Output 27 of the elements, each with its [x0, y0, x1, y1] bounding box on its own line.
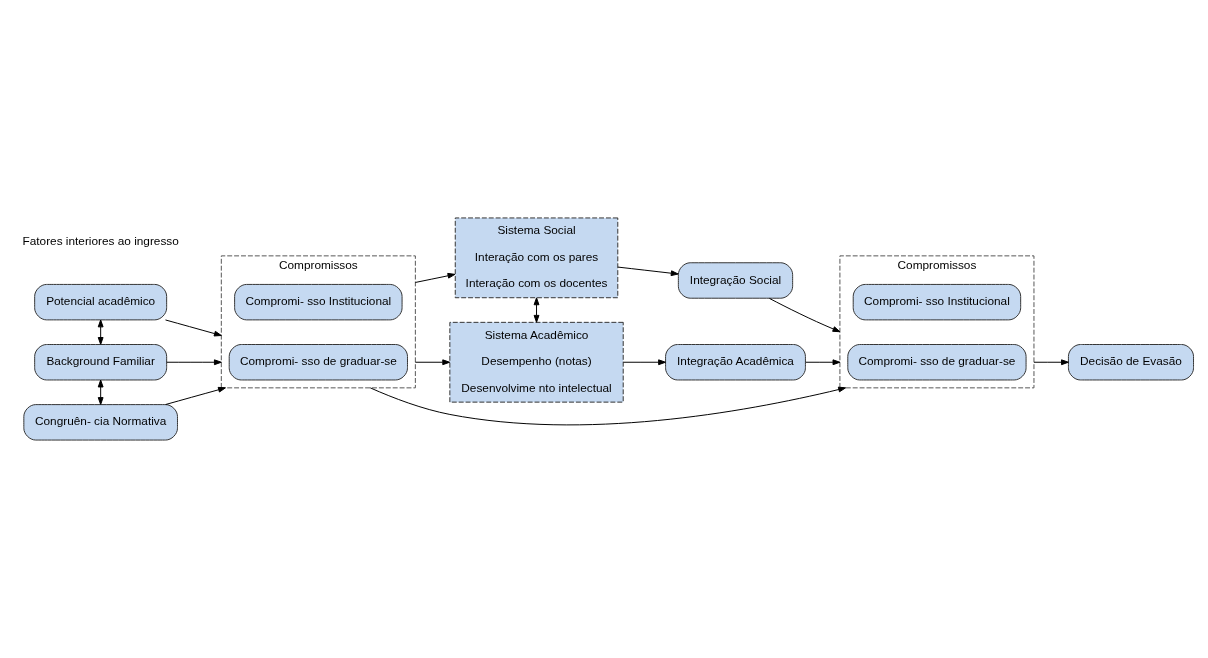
- arrow: [165, 386, 226, 406]
- node-box: Sistema Social Interação com os pares Interação com os docentes: [454, 217, 619, 299]
- arrow: [1033, 359, 1069, 366]
- arrow: [805, 359, 841, 366]
- arrow: [166, 359, 222, 366]
- arrow: [533, 297, 540, 323]
- node-box: Potencial acadêmico: [34, 283, 168, 321]
- node-box: Background Familiar: [34, 344, 168, 381]
- node-box: Compromi- sso Institucional: [852, 283, 1022, 321]
- node-box: Integração Acadêmica: [665, 344, 806, 381]
- label: Fatores interiores ao ingresso: [22, 234, 179, 249]
- node-box: Sistema Acadêmico Desempenho (notas) Desenvolvime nto intelectual: [449, 321, 624, 403]
- arrow: [414, 272, 456, 283]
- arrow: [622, 359, 666, 366]
- arrow: [369, 386, 847, 426]
- node-box: Congruên- cia Normativa: [23, 404, 178, 441]
- arrow: [414, 359, 451, 366]
- arrow: [97, 379, 104, 405]
- node-box: Decisão de Evasão: [1067, 344, 1195, 381]
- arrow: [97, 319, 104, 345]
- arrow: [768, 297, 841, 333]
- arrow: [165, 319, 222, 337]
- arrow: [617, 266, 679, 277]
- node-box: Compromi- sso Institucional: [234, 283, 403, 321]
- node-box: Compromi- sso de graduar-se: [847, 344, 1027, 381]
- node-box: Compromi- sso de graduar-se: [228, 344, 408, 381]
- node-box: Integração Social: [677, 262, 794, 299]
